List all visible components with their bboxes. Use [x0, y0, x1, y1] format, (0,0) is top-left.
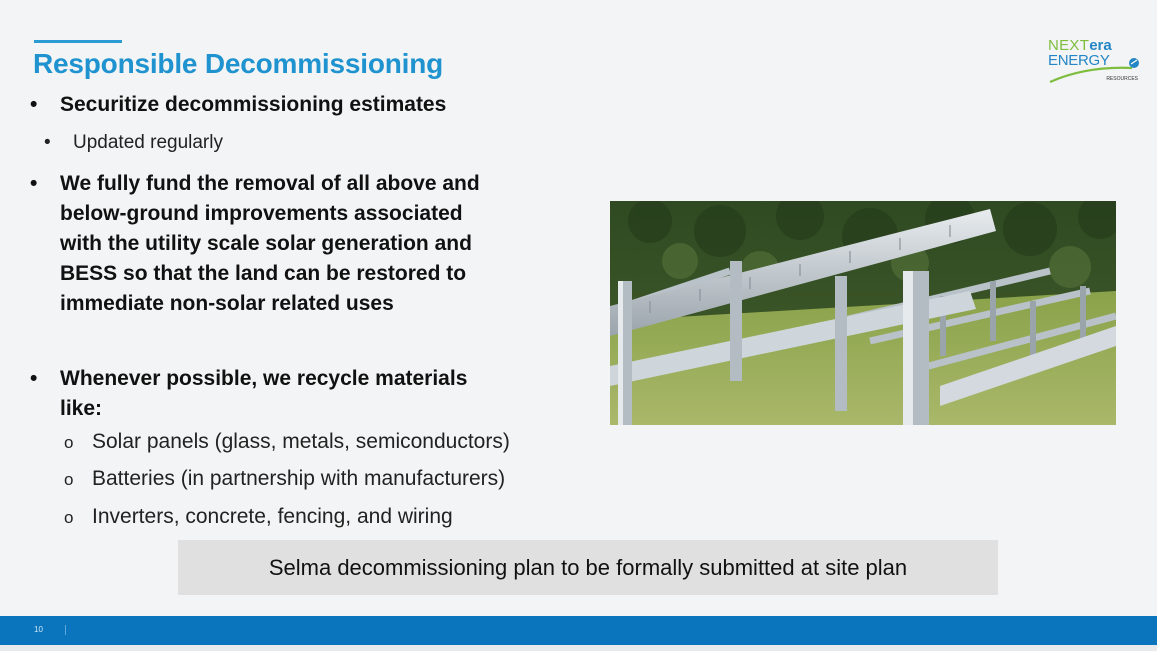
recycle-item-text: Solar panels (glass, metals, semiconduct… [92, 430, 510, 453]
slide-title: Responsible Decommissioning [33, 48, 444, 79]
bullet-text: Whenever possible, we recycle materials … [60, 364, 467, 424]
bullet-dot: • [30, 367, 38, 390]
bullet-line: We fully fund the removal of all above a… [60, 172, 480, 195]
page-number: 10 [34, 625, 43, 634]
bullet-text: We fully fund the removal of all above a… [60, 169, 480, 319]
solar-racking-photo [610, 201, 1116, 425]
sub-bullet-circle: o [64, 508, 74, 527]
callout-box: Selma decommissioning plan to be formall… [178, 540, 998, 595]
callout-text: Selma decommissioning plan to be formall… [268, 554, 908, 580]
sub-bullet-circle: o [64, 433, 74, 452]
logo-resources-text: RESOURCES [1106, 76, 1138, 82]
sub-bullet-circle: o [64, 470, 74, 489]
footer-bar: 10 [0, 616, 1157, 645]
bottom-strip [0, 645, 1157, 651]
logo-energy-text: ENERGY [1048, 52, 1110, 69]
bullet-line: below-ground improvements associated [60, 202, 463, 225]
footer-divider [65, 625, 66, 635]
bullet-dot: • [44, 132, 51, 153]
bullet-line: immediate non-solar related uses [60, 292, 394, 315]
recycle-item-text: Batteries (in partnership with manufactu… [92, 467, 506, 490]
bullet-line: with the utility scale solar generation … [60, 232, 472, 255]
bullet-line: BESS so that the land can be restored to [60, 262, 467, 285]
logo-next-text: NEXT [1048, 37, 1090, 54]
bullet-line: like: [60, 397, 103, 420]
bullet-dot: • [30, 172, 38, 195]
logo-era-text: era [1089, 37, 1112, 54]
title-accent-rule [34, 40, 122, 43]
bullet-dot: • [30, 93, 38, 116]
bullet-text: Updated regularly [73, 132, 223, 153]
nextera-energy-logo: NEXTera ENERGY RESOURCES [1046, 38, 1142, 88]
bullet-text: Securitize decommissioning estimates [60, 93, 447, 116]
logo-swoosh-icon [1049, 58, 1139, 84]
bullet-line: Whenever possible, we recycle materials [60, 367, 468, 390]
recycle-item-text: Inverters, concrete, fencing, and wiring [92, 505, 453, 528]
